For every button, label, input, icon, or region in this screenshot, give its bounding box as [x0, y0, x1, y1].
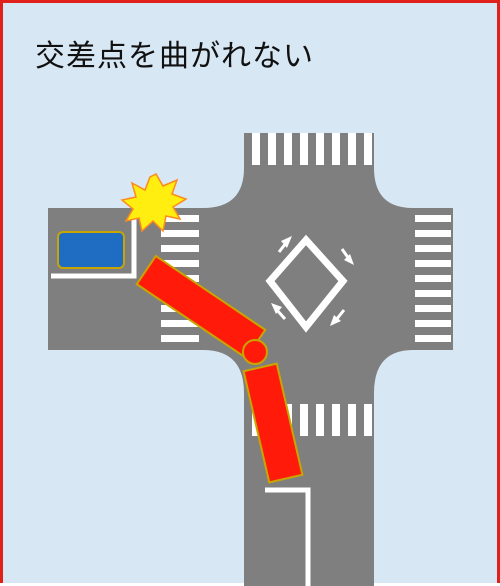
corner-fill-top-left — [203, 168, 244, 208]
truck-hitch — [242, 339, 268, 365]
corner-fill-top-right — [374, 168, 413, 208]
bottom-lane-line — [265, 487, 311, 586]
left-stop-line — [51, 215, 137, 279]
intersection-scene — [48, 133, 453, 586]
crosswalk-top — [252, 133, 372, 165]
parked-car-icon — [57, 231, 125, 269]
crosswalk-right — [415, 215, 451, 342]
diagram-title: 交差点を曲がれない — [35, 39, 314, 74]
trailer-truck-icon — [135, 254, 304, 484]
diamond-marking-icon — [265, 234, 354, 333]
corner-fill-bottom-left — [203, 350, 244, 393]
corner-fill-bottom-right — [374, 350, 413, 393]
collision-burst-icon — [120, 173, 188, 233]
